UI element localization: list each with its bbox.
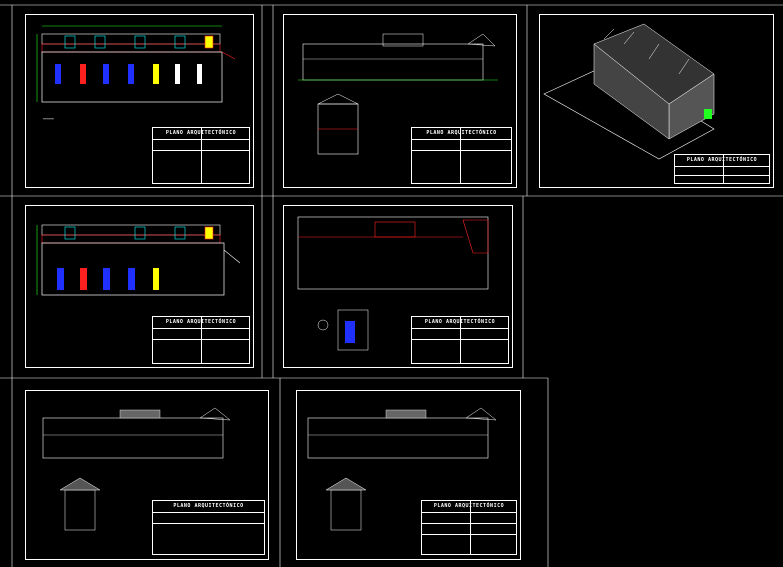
title-block-title: PLANO ARQUITECTÓNICO: [686, 157, 758, 163]
sheet-frame: [283, 14, 517, 188]
drawing-label: ━━━━━━: [43, 117, 54, 121]
title-block: PLANO ARQUITECTÓNICO: [152, 500, 265, 555]
title-block-title: PLANO ARQUITECTÓNICO: [173, 503, 244, 509]
title-block-title: PLANO ARQUITECTÓNICO: [433, 503, 505, 509]
sheet-frame: [25, 205, 254, 368]
isometric-drawing: [543, 23, 715, 160]
sheet-elevation-1[interactable]: PLANO ARQUITECTÓNICO: [283, 14, 517, 188]
title-block: PLANO ARQUITECTÓNICO: [152, 127, 250, 184]
roof-plan-drawing: [297, 216, 489, 351]
facade-drawing: [307, 407, 497, 531]
title-block: PLANO ARQUITECTÓNICO: [411, 127, 512, 184]
sheet-frame: [25, 14, 254, 188]
sheet-facade-2[interactable]: PLANO ARQUITECTÓNICO: [296, 390, 521, 560]
facade-drawing: [42, 407, 231, 531]
sheet-floor-plan-2[interactable]: PLANO ARQUITECTÓNICO: [25, 205, 254, 368]
title-block: PLANO ARQUITECTÓNICO: [421, 500, 517, 555]
sheet-frame: [539, 14, 774, 188]
title-block-title: PLANO ARQUITECTÓNICO: [426, 130, 497, 136]
sheet-facade-1[interactable]: PLANO ARQUITECTÓNICO: [25, 390, 269, 560]
elevation-drawing: [298, 33, 498, 155]
title-block-title: PLANO ARQUITECTÓNICO: [165, 130, 237, 136]
sheet-floor-plan-1[interactable]: ━━━━━━ PLANO ARQUITECTÓNICO: [25, 14, 254, 188]
sheet-isometric[interactable]: PLANO ARQUITECTÓNICO: [539, 14, 774, 188]
sheet-roof-plan[interactable]: PLANO ARQUITECTÓNICO: [283, 205, 513, 368]
title-block: PLANO ARQUITECTÓNICO: [411, 316, 509, 364]
sheet-frame: [296, 390, 521, 560]
title-block: PLANO ARQUITECTÓNICO: [152, 316, 250, 364]
title-block: PLANO ARQUITECTÓNICO: [674, 154, 770, 184]
title-block-title: PLANO ARQUITECTÓNICO: [424, 319, 496, 325]
floor-plan-drawing: [36, 224, 241, 296]
floor-plan-drawing: [36, 25, 236, 103]
sheet-frame: [283, 205, 513, 368]
sheet-frame: [25, 390, 269, 560]
title-block-title: PLANO ARQUITECTÓNICO: [165, 319, 237, 325]
